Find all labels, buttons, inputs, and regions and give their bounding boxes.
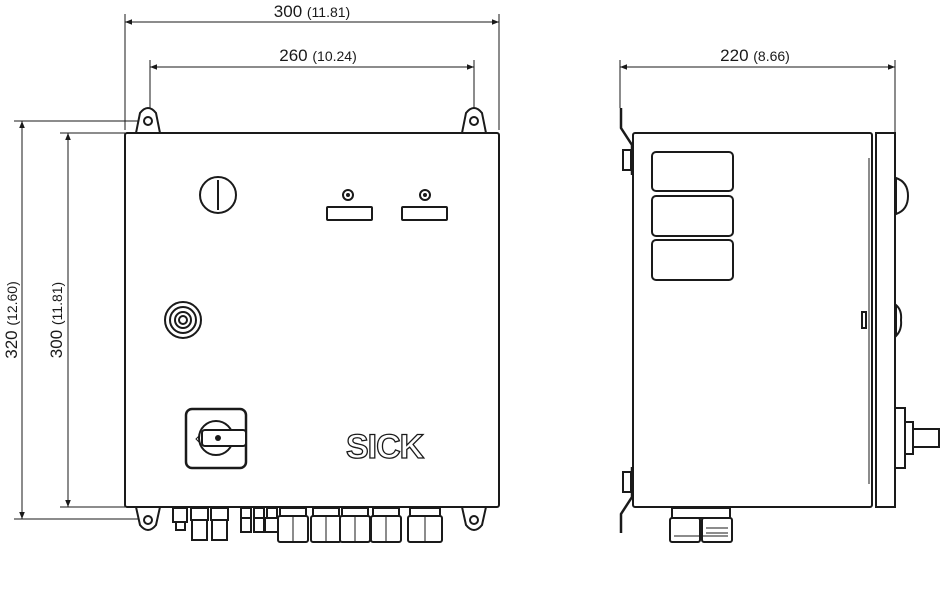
dimension-front-width: 300 (11.81) [124,2,500,130]
svg-text:260 (10.24): 260 (10.24) [279,46,356,65]
sick-logo: SICK [346,428,425,466]
label-plate [651,195,734,237]
svg-text:300 (11.81): 300 (11.81) [47,282,66,358]
dimension-depth: 220 (8.66) [619,46,896,133]
indicator-lamp-1 [326,189,373,221]
button-profile [895,302,903,339]
main-knob [199,176,237,214]
push-button [164,301,202,339]
svg-text:300 (11.81): 300 (11.81) [274,2,350,21]
knob-profile [895,176,910,216]
front-view: SICK [124,107,500,543]
door-edge [875,132,896,508]
label-plate [651,239,734,281]
dimension-mount-hole-spacing: 260 (10.24) [149,46,475,118]
cable-glands [172,507,443,543]
dimension-overall-height: 320 (12.60) [2,120,148,520]
indicator-lamp-2 [401,189,448,221]
side-view [619,108,940,543]
svg-text:320 (12.60): 320 (12.60) [2,281,21,358]
switch-profile [894,407,940,469]
dimension-housing-height: 300 (11.81) [47,132,125,508]
main-switch [184,407,248,470]
label-plate [651,151,734,192]
svg-text:220 (8.66): 220 (8.66) [720,46,790,65]
cable-glands-side [669,507,733,543]
door-latch [861,311,867,329]
